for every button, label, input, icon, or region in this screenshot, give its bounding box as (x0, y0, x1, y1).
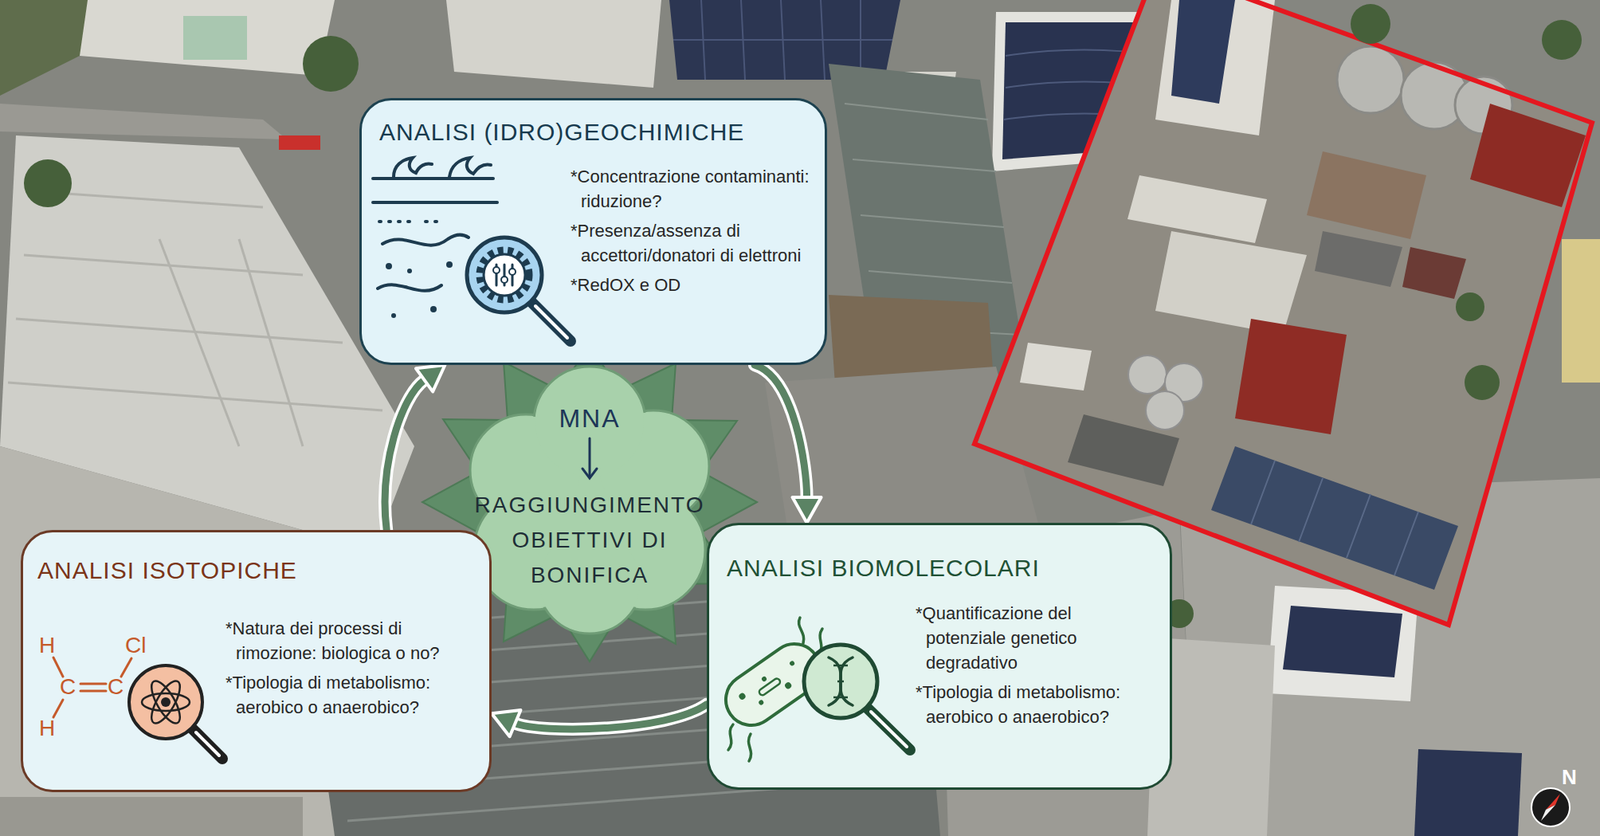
arrow-line (384, 380, 424, 530)
cycle-arrow (754, 364, 822, 523)
bullet-text: *Tipologia di metabolismo: aerobico o an… (225, 670, 475, 720)
bullet-list: *Concentrazione contaminanti: riduzione?… (570, 164, 810, 302)
arrow-outline (754, 364, 808, 498)
analysis-box: *Natura dei processi di rimozione: biolo… (20, 529, 492, 793)
mna-text: MNA (414, 403, 765, 434)
cycle-arrow (491, 704, 707, 737)
element-symbol: C (59, 675, 76, 699)
bullet-text: *Natura dei processi di rimozione: biolo… (225, 615, 475, 666)
element-symbol: H (39, 717, 55, 740)
north-label: N (1561, 766, 1577, 788)
arrow-head (415, 364, 445, 392)
bullet-text: *Concentrazione contaminanti: riduzione? (570, 164, 810, 214)
bullet-text: *Presenza/assenza di accettori/donatori … (570, 218, 810, 268)
box-heading: ANALISI (IDRO)GEOCHIMICHE (379, 117, 745, 147)
goal-text: RAGGIUNGIMENTO OBIETTIVI DI BONIFICA (454, 487, 726, 593)
bullet-list: *Natura dei processi di rimozione: biolo… (225, 615, 475, 725)
bullet-text: *Tipologia di metabolismo: aerobico o an… (915, 679, 1155, 730)
bullet-list: *Quantificazione del potenziale genetico… (915, 600, 1155, 734)
arrow-outline (515, 704, 707, 730)
arrow-outline (384, 380, 424, 530)
bullet-text: *Quantificazione del potenziale genetico… (915, 600, 1155, 675)
box-heading: ANALISI BIOMOLECOLARI (726, 553, 1040, 583)
element-symbol: C (107, 675, 124, 699)
arrow-line (754, 364, 808, 498)
arrow-line (515, 704, 707, 730)
arrow-head (792, 497, 822, 523)
arrow-head (491, 709, 521, 737)
analysis-box: *Concentrazione contaminanti: riduzione?… (359, 98, 828, 365)
element-symbol: H (39, 634, 55, 657)
bullet-text: *RedOX e OD (570, 272, 810, 298)
analysis-box: *Quantificazione del potenziale genetico… (706, 522, 1173, 790)
element-symbol: Cl (125, 634, 146, 657)
box-heading: ANALISI ISOTOPICHE (37, 556, 298, 585)
